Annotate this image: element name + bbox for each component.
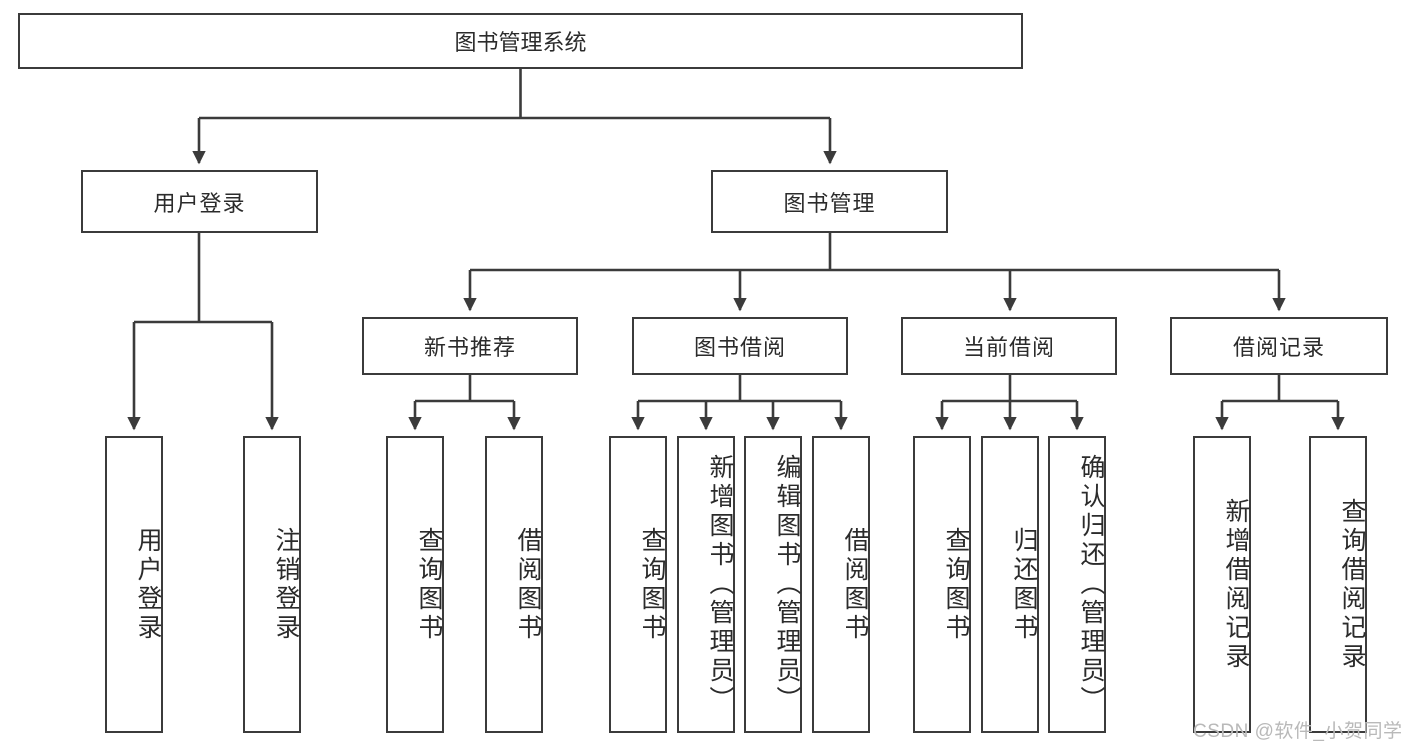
leaf-confirm-return-admin-label: 确认归还（管理员） [1077, 454, 1105, 715]
node-current-borrow-label: 当前借阅 [962, 335, 1055, 360]
leaf-return-book[interactable]: 归还图书 [981, 436, 1039, 733]
node-current-borrow[interactable]: 当前借阅 [901, 317, 1117, 375]
leaf-add-borrow-record[interactable]: 新增借阅记录 [1193, 436, 1251, 733]
node-book-borrow[interactable]: 图书借阅 [632, 317, 848, 375]
leaf-add-borrow-record-label: 新增借阅记录 [1222, 497, 1250, 672]
leaf-query-borrow-record[interactable]: 查询借阅记录 [1309, 436, 1367, 733]
leaf-user-login[interactable]: 用户登录 [105, 436, 163, 733]
leaf-logout-label: 注销登录 [272, 526, 300, 643]
node-borrow-record-label: 借阅记录 [1232, 335, 1325, 360]
leaf-confirm-return-admin[interactable]: 确认归还（管理员） [1048, 436, 1106, 733]
leaf-user-login-label: 用户登录 [134, 526, 162, 643]
leaf-edit-book-admin[interactable]: 编辑图书（管理员） [744, 436, 802, 733]
node-borrow-record[interactable]: 借阅记录 [1170, 317, 1388, 375]
leaf-query-book-recommend-label: 查询图书 [415, 526, 443, 643]
leaf-borrow-book-recommend[interactable]: 借阅图书 [485, 436, 543, 733]
leaf-query-book-borrow-label: 查询图书 [638, 526, 666, 643]
node-user-login[interactable]: 用户登录 [81, 170, 318, 233]
node-new-book-recommend-label: 新书推荐 [423, 335, 516, 360]
node-root-label: 图书管理系统 [454, 30, 587, 55]
node-book-borrow-label: 图书借阅 [693, 335, 786, 360]
leaf-logout[interactable]: 注销登录 [243, 436, 301, 733]
node-book-management-label: 图书管理 [783, 190, 876, 216]
leaf-edit-book-admin-label: 编辑图书（管理员） [773, 454, 801, 715]
leaf-query-borrow-record-label: 查询借阅记录 [1338, 497, 1366, 672]
leaf-add-book-admin[interactable]: 新增图书（管理员） [677, 436, 735, 733]
leaf-query-book-current[interactable]: 查询图书 [913, 436, 971, 733]
leaf-query-book-borrow[interactable]: 查询图书 [609, 436, 667, 733]
leaf-borrow-book[interactable]: 借阅图书 [812, 436, 870, 733]
node-root[interactable]: 图书管理系统 [18, 13, 1023, 69]
leaf-query-book-current-label: 查询图书 [942, 526, 970, 643]
leaf-borrow-book-recommend-label: 借阅图书 [514, 526, 542, 643]
leaf-borrow-book-label: 借阅图书 [841, 526, 869, 643]
leaf-query-book-recommend[interactable]: 查询图书 [386, 436, 444, 733]
node-new-book-recommend[interactable]: 新书推荐 [362, 317, 578, 375]
watermark-csdn: CSDN @软件_小贺同学 [1193, 721, 1403, 742]
leaf-add-book-admin-label: 新增图书（管理员） [706, 454, 734, 715]
leaf-return-book-label: 归还图书 [1010, 526, 1038, 643]
node-user-login-label: 用户登录 [153, 190, 246, 216]
node-book-management[interactable]: 图书管理 [711, 170, 948, 233]
